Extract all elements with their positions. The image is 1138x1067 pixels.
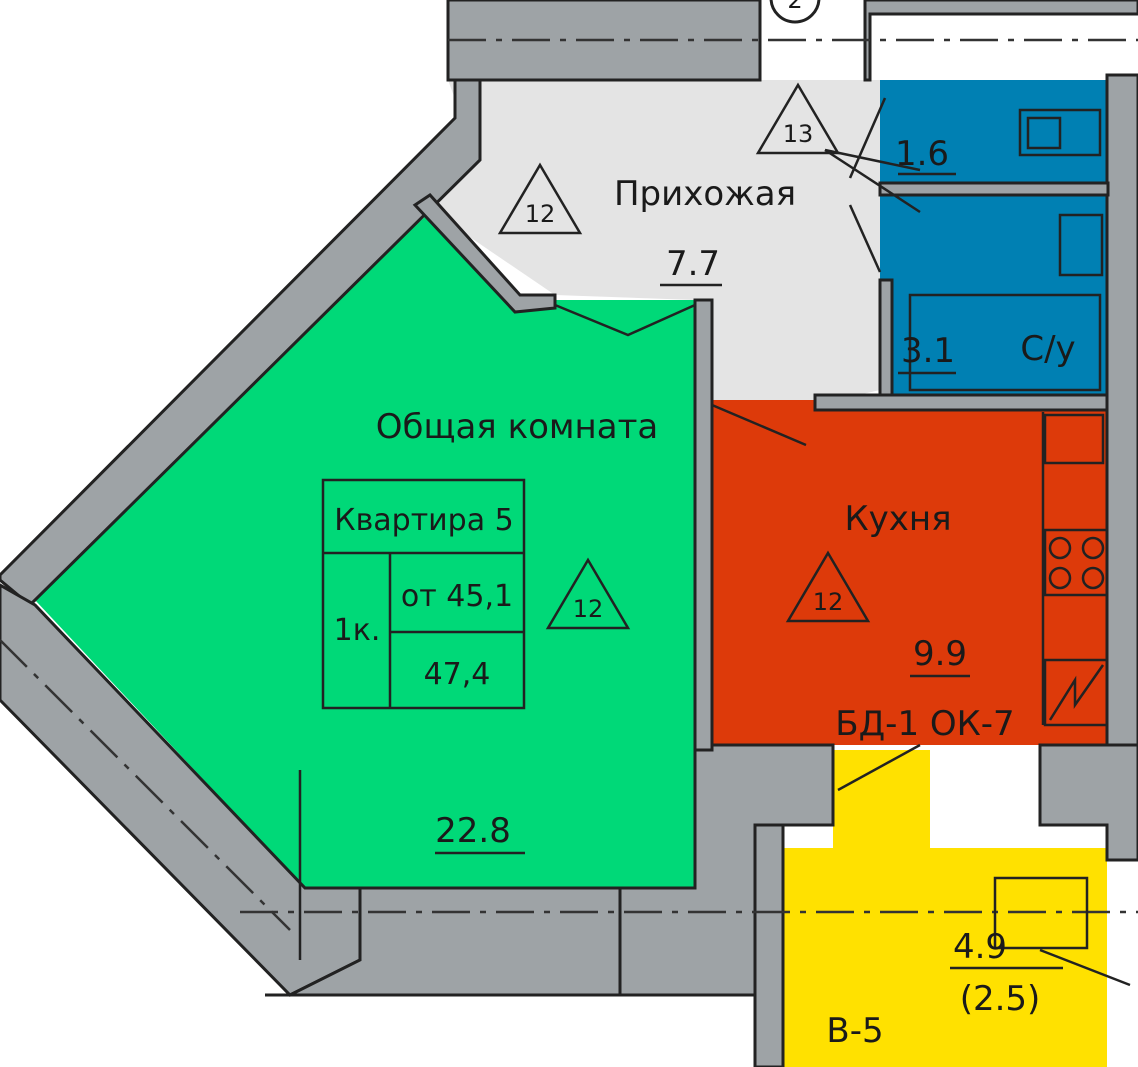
kitchen-name: Кухня: [844, 499, 951, 539]
burner-2: [1081, 536, 1105, 560]
wet-zone-mark: 13: [783, 120, 814, 148]
wc-sink: [1018, 108, 1102, 157]
axis-marker-label: 2: [787, 0, 802, 14]
wc-door: [848, 97, 887, 179]
living-room-area: 22.8: [435, 811, 511, 851]
bath-partition: [878, 278, 894, 397]
living-room-mark-triangle: [545, 557, 631, 630]
balcony-leader: [1039, 948, 1131, 987]
bathtub: [908, 293, 1102, 392]
wet-zone-triangle: [755, 82, 841, 155]
burner-1: [1048, 536, 1072, 560]
wc-fill: [880, 80, 1108, 185]
fridge-mark: [1048, 664, 1105, 721]
wc-bath-wall: [878, 181, 1110, 197]
apartment-area-total: 47,4: [424, 657, 491, 692]
bath-area: 3.1: [901, 331, 955, 371]
kitchen-fill: [712, 400, 1107, 745]
living-room-door: [554, 303, 696, 337]
living-room-name: Общая комната: [376, 407, 659, 447]
bath-door: [848, 204, 882, 273]
apartment-area-from: от 45,1: [401, 579, 513, 614]
wet-zone-leader-2: [824, 148, 921, 214]
hallway-mark-triangle: [497, 162, 583, 235]
hallway-mark: 12: [525, 200, 556, 228]
wet-zone-leader-1: [824, 148, 921, 172]
wc-sink-inner: [1026, 116, 1062, 150]
kitchen-mark: 12: [813, 588, 844, 616]
right-wall-column: [1105, 73, 1138, 747]
right-balcony-wall: [1038, 743, 1138, 862]
hallway-area: 7.7: [666, 244, 720, 284]
window-block-leader: [837, 743, 921, 792]
burner-3: [1048, 566, 1072, 590]
kitchen-area: 9.9: [913, 634, 967, 674]
balcony-label: В-5: [826, 1011, 883, 1051]
kitchen-door: [711, 403, 807, 447]
fridge: [1043, 658, 1109, 727]
bath-label: С/у: [1020, 329, 1075, 369]
hallway-name: Прихожая: [614, 174, 796, 214]
window-block-label: БД-1 ОК-7: [835, 704, 1014, 744]
axis-marker: [769, 0, 821, 24]
axis-line-diagonal: [0, 639, 291, 931]
wc-area: 1.6: [895, 134, 949, 174]
living-room-fill: [35, 212, 695, 888]
apartment-table-frame: [321, 478, 526, 710]
top-right-wall: [863, 0, 1138, 82]
corner-stub: [412, 193, 557, 314]
kitchen-top-wall: [813, 393, 1109, 412]
balcony-area: 4.9: [953, 927, 1007, 967]
balcony-area-reduced: (2.5): [960, 979, 1041, 1019]
balcony-fill: [775, 750, 1107, 1067]
apartment-table: Квартира 5 1к. от 45,1 47,4: [321, 478, 526, 710]
apartment-title: Квартира 5: [334, 503, 513, 538]
living-room-mark: 12: [573, 595, 604, 623]
balcony-fixture: [993, 876, 1089, 950]
stove: [1043, 528, 1109, 597]
kitchen-sink: [1043, 413, 1105, 465]
hallway-fill: [430, 80, 885, 405]
apartment-rooms: 1к.: [334, 613, 381, 648]
burner-4: [1081, 566, 1105, 590]
hall-partition: [693, 298, 714, 752]
kitchen-mark-triangle: [785, 550, 871, 623]
balcony-left-wall: [753, 823, 785, 1067]
bath-sink: [1058, 213, 1104, 277]
